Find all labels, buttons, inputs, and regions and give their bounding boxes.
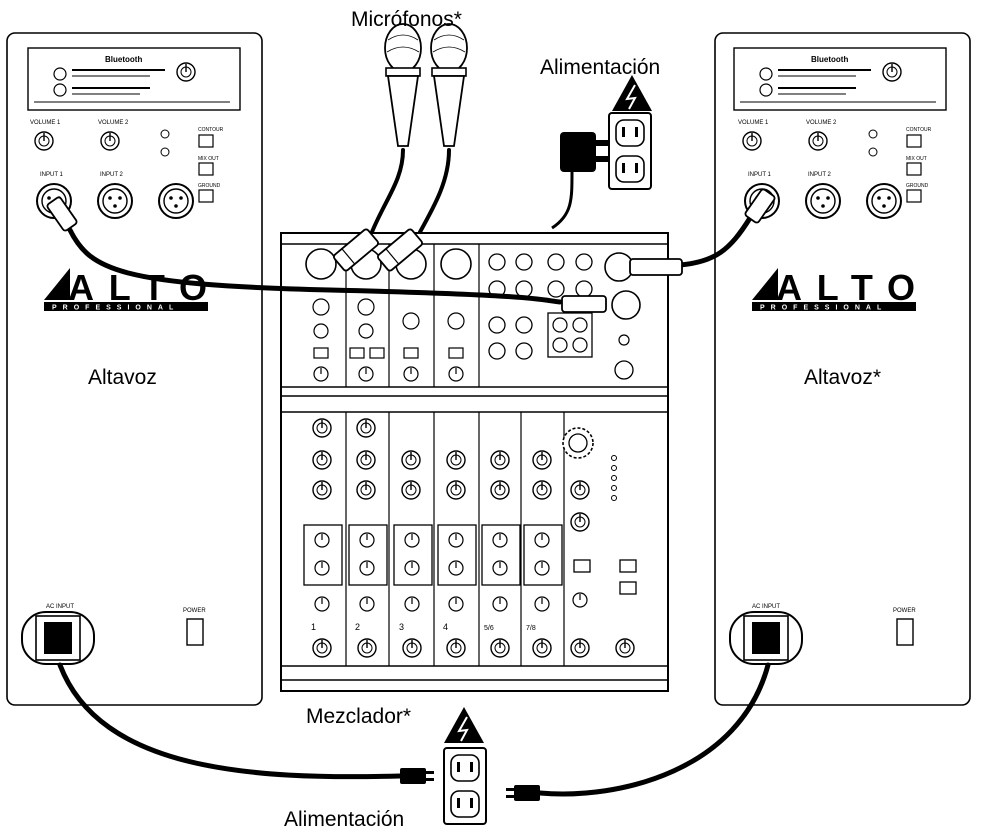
cables (57, 148, 771, 797)
contour-switch[interactable] (198, 134, 214, 148)
volume-2-knob[interactable] (808, 131, 828, 151)
microphones-label: Micrófonos* (351, 8, 462, 31)
ground-switch[interactable] (198, 189, 214, 203)
mixer: 1 2 3 4 5/6 7/8 (280, 232, 669, 692)
power-adapter-icon (560, 132, 610, 172)
power-label: POWER (183, 608, 206, 614)
ground-label: GROUND (198, 183, 221, 189)
eq-sections[interactable] (303, 524, 563, 586)
volume-2-label: VOLUME 2 (98, 120, 129, 126)
ground-label: GROUND (906, 183, 929, 189)
input-2-label: INPUT 2 (808, 172, 832, 178)
microphone-icon (384, 23, 422, 147)
alto-logo: ALTO PROFESSIONAL (752, 267, 916, 312)
microphone-icon (430, 23, 468, 147)
contour-label: CONTOUR (906, 127, 932, 133)
speaker-right: Bluetooth VOLUME 1 VOLUME 2 CONTOUR MIX … (714, 32, 971, 706)
speaker-left-label: Altavoz (88, 366, 157, 389)
channel-number: 7/8 (526, 625, 536, 632)
volume-1-knob[interactable] (742, 131, 762, 151)
power-outlet-bottom (443, 706, 487, 825)
mixer-xlr-input-4[interactable] (440, 248, 472, 280)
mix-out-jack[interactable] (866, 183, 902, 219)
speaker-left: Bluetooth VOLUME 1 VOLUME 2 CONTOUR MIX … (6, 32, 263, 706)
ac-input-socket[interactable] (21, 611, 95, 665)
volume-2-label: VOLUME 2 (806, 120, 837, 126)
channel-numbers: 1 2 3 4 5/6 7/8 (311, 622, 536, 632)
channel-number: 1 (311, 622, 316, 632)
brand-subtext: PROFESSIONAL (760, 305, 887, 312)
power-switch[interactable] (186, 618, 204, 646)
volume-1-label: VOLUME 1 (738, 120, 769, 126)
speaker-right-label: Altavoz* (804, 366, 882, 389)
volume-1-label: VOLUME 1 (30, 120, 61, 126)
mixer-label: Mezclador* (306, 705, 412, 728)
ac-input-label: AC INPUT (46, 604, 74, 610)
microphones (384, 23, 468, 147)
mix-out-label: MIX OUT (198, 156, 219, 162)
channel-number: 3 (399, 622, 404, 632)
cable-plugs (46, 188, 776, 801)
power-label: POWER (893, 608, 916, 614)
bluetooth-label: Bluetooth (811, 55, 848, 64)
ac-input-label: AC INPUT (752, 604, 780, 610)
volume-2-knob[interactable] (100, 131, 120, 151)
mix-out-jack[interactable] (158, 183, 194, 219)
input-1-label: INPUT 1 (40, 172, 64, 178)
channel-number: 4 (443, 622, 448, 632)
power-outlet-top (551, 74, 653, 230)
power-switch[interactable] (896, 618, 914, 646)
ground-switch[interactable] (906, 189, 922, 203)
power-top-label: Alimentación (540, 56, 661, 79)
pair-button[interactable] (759, 67, 773, 81)
mixer-main-out-right[interactable] (611, 290, 641, 320)
mixer-line-jacks[interactable] (488, 253, 593, 360)
pair-button[interactable] (53, 67, 67, 81)
power-bottom-label: Alimentación (284, 808, 405, 831)
input-1-label: INPUT 1 (748, 172, 772, 178)
input-2-label: INPUT 2 (100, 172, 124, 178)
contour-label: CONTOUR (198, 127, 224, 133)
input-2-jack[interactable] (805, 183, 841, 219)
volume-1-knob[interactable] (34, 131, 54, 151)
effects-selector-knob[interactable] (562, 427, 594, 459)
contour-switch[interactable] (906, 134, 922, 148)
ac-input-socket[interactable] (729, 611, 803, 665)
mixer-main-out-left[interactable] (604, 252, 634, 282)
channel-number: 2 (355, 622, 360, 632)
warning-icon (611, 74, 653, 112)
mixer-xlr-input-1[interactable] (305, 248, 337, 280)
channel-number: 5/6 (484, 625, 494, 632)
warning-icon (443, 706, 485, 744)
brand-subtext: PROFESSIONAL (52, 305, 179, 312)
level-meter-leds (611, 455, 617, 501)
input-2-jack[interactable] (97, 183, 133, 219)
mix-out-label: MIX OUT (906, 156, 927, 162)
bluetooth-label: Bluetooth (105, 55, 142, 64)
mix-out-switch[interactable] (906, 162, 922, 176)
mix-out-switch[interactable] (198, 162, 214, 176)
